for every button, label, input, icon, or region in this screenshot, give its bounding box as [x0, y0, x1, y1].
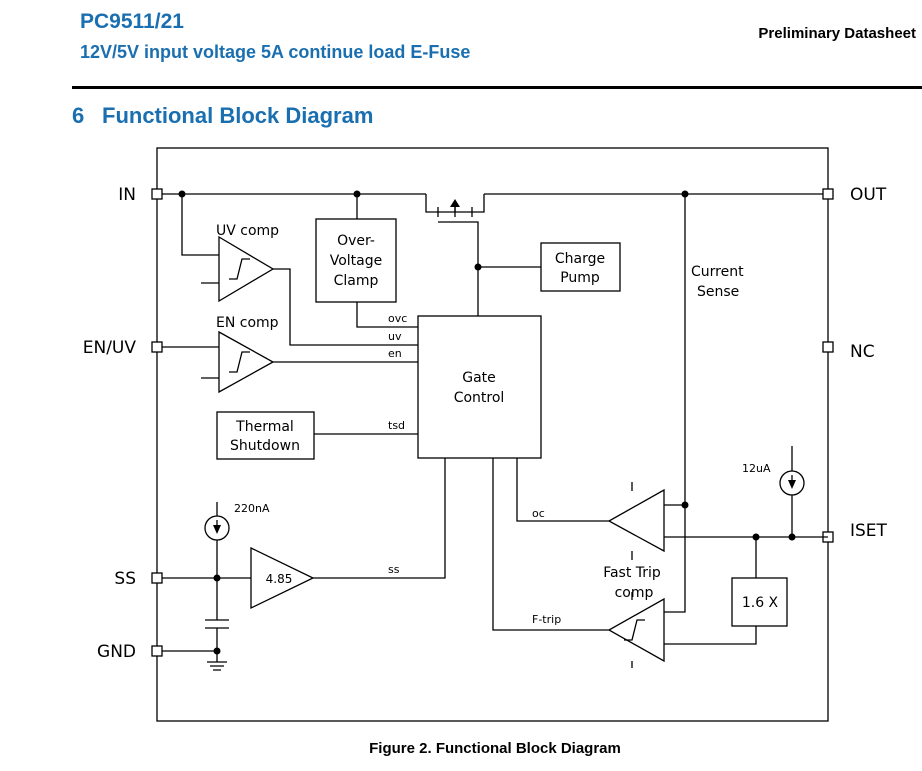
en-comparator-symbol [218, 330, 275, 394]
chip-outline [156, 147, 829, 722]
pin-pad-ss [151, 572, 163, 584]
pin-pad-in [151, 188, 163, 200]
pin-label-out: OUT [850, 185, 887, 205]
en-comp-label: EN comp [216, 315, 279, 331]
hysteresis-icon [624, 619, 645, 641]
oc-comparator-symbol [607, 488, 665, 553]
hysteresis-icon [229, 351, 250, 373]
junction-dot [474, 263, 482, 271]
hysteresis-icon [229, 258, 250, 280]
document-status: Preliminary Datasheet [758, 25, 916, 42]
gain-wires [664, 537, 757, 645]
cs-label-line2: Sense [697, 284, 739, 300]
ovc-label-line1: Over- [337, 233, 375, 249]
ft-label-line1: Fast Trip [603, 565, 661, 581]
fast-trip-comparator-symbol [607, 597, 665, 663]
thermal-shutdown-block [216, 411, 315, 460]
oc-out-wire [516, 458, 609, 522]
pin-pad-nc [822, 341, 834, 353]
pin-label-nc: NC [850, 342, 875, 362]
ss-capacitor-icon [205, 578, 229, 650]
gain-label: 1.6 X [742, 595, 779, 611]
signal-oc: oc [532, 507, 545, 520]
pass-mosfet-symbol [425, 194, 485, 267]
ovc-wires [356, 194, 418, 328]
pin-label-in: IN [118, 185, 136, 205]
pin-pad-out [822, 188, 834, 200]
header-rule [72, 86, 922, 89]
pin-label-gnd: GND [97, 642, 136, 662]
ss-wires [162, 458, 446, 579]
pin-pad-en-uv [151, 341, 163, 353]
junction-dot [788, 533, 796, 541]
charge-pump-block [540, 242, 621, 292]
part-number: PC9511/21 [80, 10, 184, 33]
ts-label-line2: Shutdown [230, 438, 300, 454]
uv-wires [181, 194, 418, 346]
figure-caption: Figure 2. Functional Block Diagram [369, 740, 621, 757]
current-sense-wire [664, 194, 686, 613]
signal-en: en [388, 347, 402, 360]
cs-label-line1: Current [691, 264, 744, 280]
signal-tsd: tsd [388, 419, 405, 432]
pin-label-ss: SS [114, 569, 136, 589]
ftrip-wire [492, 458, 609, 631]
gain-block [731, 577, 788, 627]
signal-ss: ss [388, 563, 400, 576]
pin-label-iset: ISET [850, 521, 888, 541]
ovc-label-line3: Clamp [334, 273, 379, 289]
i-iset-label: 12uA [742, 462, 771, 475]
ground-icon [162, 650, 227, 671]
i-ss-label: 220nA [234, 502, 270, 515]
ft-label-line2: comp [615, 585, 654, 601]
ovc-label-line2: Voltage [330, 253, 383, 269]
gate-label-line1: Gate [462, 370, 496, 386]
signal-ovc: ovc [388, 312, 407, 325]
section-heading: 6 Functional Block Diagram [72, 103, 373, 129]
section-number: 6 [72, 103, 85, 128]
gate-control-block [417, 315, 542, 459]
gate-label-line2: Control [454, 390, 505, 406]
uv-comp-label: UV comp [216, 223, 279, 239]
pin-pad-gnd [151, 645, 163, 657]
uv-comparator-symbol [218, 235, 275, 303]
signal-ftrip: F-trip [532, 613, 561, 626]
pin-label-en-uv: EN/UV [83, 338, 137, 358]
cp-wires [477, 266, 541, 316]
oc-wires [664, 504, 828, 538]
ts-label-line1: Thermal [235, 419, 294, 435]
en-wires [162, 346, 418, 379]
signal-uv: uv [388, 330, 402, 343]
over-voltage-clamp-block [315, 218, 397, 303]
part-description: 12V/5V input voltage 5A continue load E-… [80, 42, 471, 62]
ss-amp-label: 4.85 [266, 572, 293, 586]
section-title: Functional Block Diagram [102, 103, 374, 128]
cp-label-line2: Pump [560, 270, 600, 286]
cp-label-line1: Charge [555, 251, 605, 267]
